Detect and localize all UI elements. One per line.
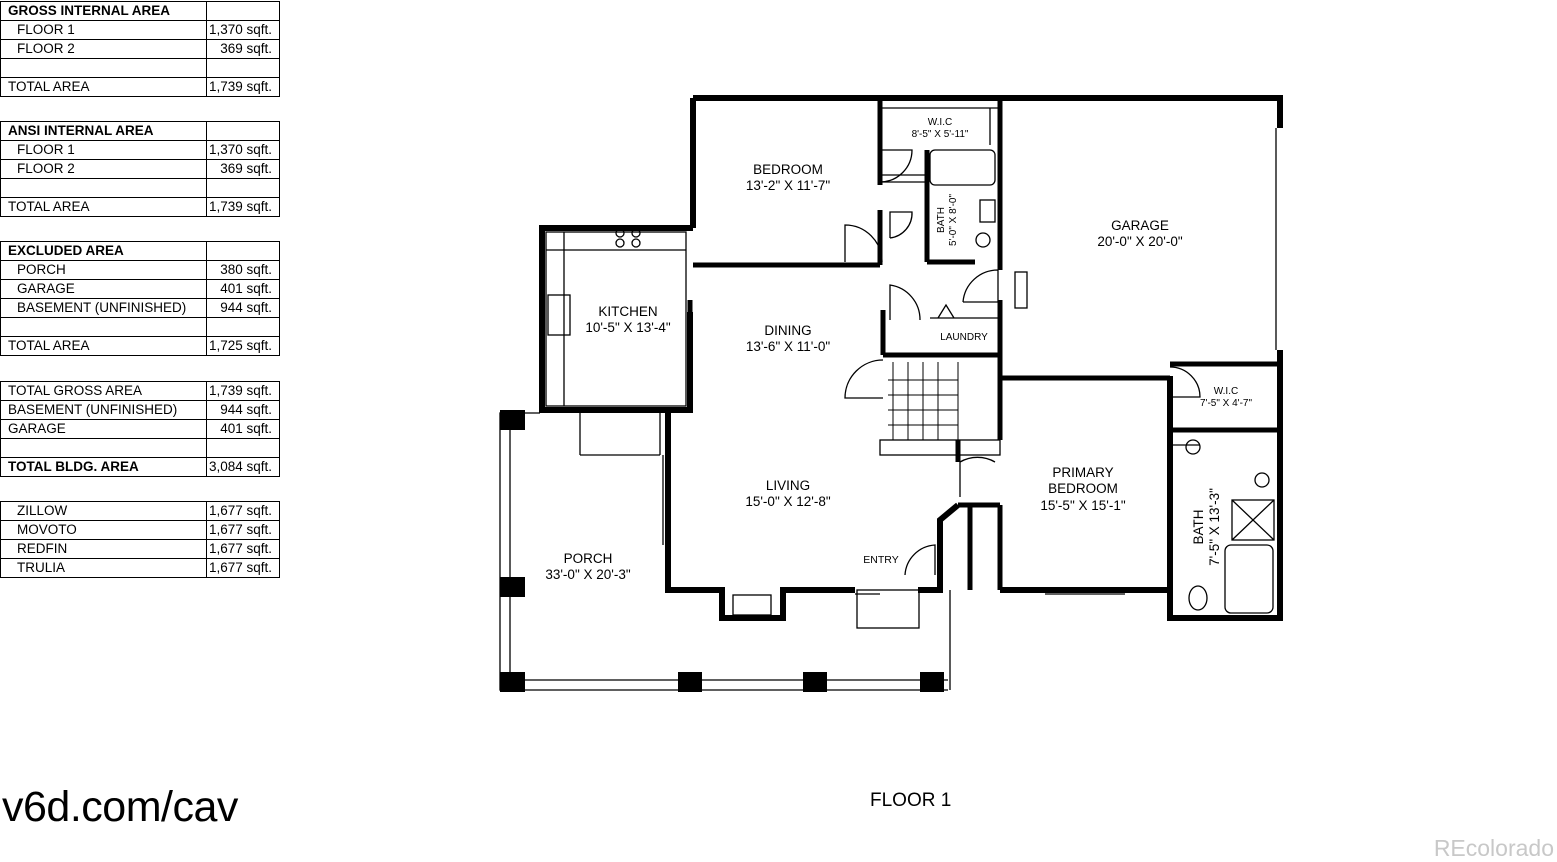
interior-walls	[687, 98, 1280, 590]
bath-small-dims: 5'-0" X 8'-0"	[948, 194, 959, 247]
primary-dims: 15'-5" X 15'-1"	[1040, 498, 1125, 513]
bedroom-dims: 13'-2" X 11'-7"	[746, 178, 830, 193]
exterior-walls	[539, 95, 1283, 621]
bath-small-name: BATH	[936, 207, 947, 233]
row-label: TOTAL AREA	[0, 336, 207, 356]
porch-posts	[500, 410, 944, 692]
garage-dims: 20'-0" X 20'-0"	[1097, 234, 1182, 249]
row-value: 1,677 sqft.	[206, 539, 280, 559]
row-value: 1,739 sqft.	[206, 77, 280, 97]
thin-lines	[499, 107, 1277, 691]
table-row: BASEMENT (UNFINISHED)944 sqft.	[0, 298, 280, 318]
wic-primary-name: W.I.C	[1214, 386, 1238, 397]
row-label: GARAGE	[0, 279, 207, 299]
row-value: 1,739 sqft.	[206, 197, 280, 217]
row-value: 1,370 sqft.	[206, 140, 280, 160]
table-row: GROSS INTERNAL AREA	[0, 1, 280, 21]
row-label: TOTAL AREA	[0, 77, 207, 97]
row-label: FLOOR 1	[0, 140, 207, 160]
living-dims: 15'-0" X 12'-8"	[745, 494, 830, 509]
row-label: TOTAL GROSS AREA	[0, 381, 207, 401]
garage-name: GARAGE	[1111, 218, 1169, 233]
row-label: TOTAL BLDG. AREA	[0, 457, 207, 477]
table-row: BASEMENT (UNFINISHED)944 sqft.	[0, 400, 280, 420]
laundry-name: LAUNDRY	[940, 332, 988, 343]
porch-dims: 33'-0" X 20'-3"	[545, 567, 630, 582]
row-value: 1,739 sqft.	[206, 381, 280, 401]
source-url: v6d.com/cav	[2, 783, 238, 831]
kitchen-name: KITCHEN	[598, 304, 657, 319]
stairs	[888, 362, 959, 440]
door-swings	[844, 149, 1201, 595]
row-value: 944 sqft.	[206, 400, 280, 420]
living-name: LIVING	[766, 478, 810, 493]
row-label: ZILLOW	[0, 501, 207, 521]
floor-label: FLOOR 1	[870, 790, 952, 811]
bedroom-name: BEDROOM	[753, 162, 823, 177]
row-value: 3,084 sqft.	[206, 457, 280, 477]
wic-top-name: W.I.C	[928, 117, 952, 128]
row-value: 380 sqft.	[206, 260, 280, 280]
entry-name: ENTRY	[863, 554, 898, 566]
dining-dims: 13'-6" X 11'-0"	[746, 339, 830, 354]
wic-primary-dims: 7'-5" X 4'-7"	[1200, 398, 1253, 409]
row-value: 1,677 sqft.	[206, 558, 280, 578]
table-row	[0, 317, 280, 337]
bath-primary-dims: 7'-5" X 13'-3"	[1207, 488, 1222, 566]
watermark: REcolorado	[1433, 835, 1554, 861]
row-value: 1,725 sqft.	[206, 336, 280, 356]
kitchen-dims: 10'-5" X 13'-4"	[585, 320, 670, 335]
row-value: 401 sqft.	[206, 279, 280, 299]
row-value: 369 sqft.	[206, 39, 280, 59]
primary-name-1: PRIMARY	[1052, 465, 1113, 480]
wic-top-dims: 8'-5" X 5'-11"	[912, 129, 969, 140]
row-label: TRULIA	[0, 558, 207, 578]
room-labels: W.I.C 8'-5" X 5'-11" BEDROOM 13'-2" X 11…	[545, 117, 1252, 582]
row-label: BASEMENT (UNFINISHED)	[0, 400, 207, 420]
row-label: BASEMENT (UNFINISHED)	[0, 298, 207, 318]
table-row: ANSI INTERNAL AREA	[0, 121, 280, 141]
porch-name: PORCH	[564, 551, 613, 566]
row-label: ANSI INTERNAL AREA	[0, 121, 207, 141]
bath-primary-name: BATH	[1191, 509, 1206, 544]
dining-name: DINING	[764, 323, 811, 338]
primary-name-2: BEDROOM	[1048, 481, 1118, 496]
